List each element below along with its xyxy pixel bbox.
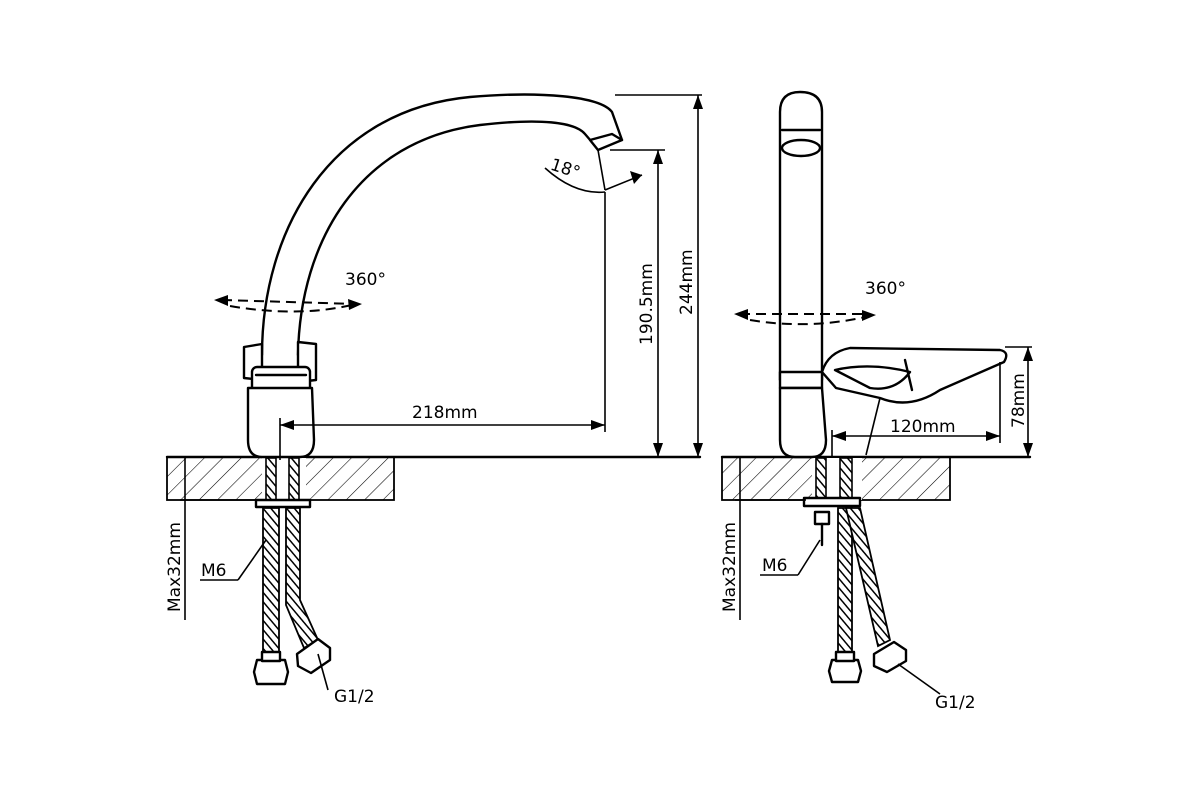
front-nut-right bbox=[295, 637, 332, 675]
front-collar bbox=[242, 340, 318, 395]
front-spout-height-label: 190.5mm bbox=[637, 263, 657, 345]
side-hose-left bbox=[837, 507, 853, 656]
side-m6-nut bbox=[813, 510, 831, 526]
side-handle-height-label: 78mm bbox=[1009, 373, 1029, 428]
front-body bbox=[246, 386, 316, 459]
front-nut-left bbox=[252, 658, 290, 686]
front-fixing-plate bbox=[254, 498, 312, 509]
side-view: 360° 120mm 78mm Max32mm M6 G1/2 bbox=[720, 90, 1033, 713]
side-max-counter-label: Max32mm bbox=[720, 522, 740, 612]
front-rod-left bbox=[265, 457, 277, 503]
side-handle bbox=[820, 346, 1008, 404]
side-spout bbox=[778, 90, 824, 390]
front-hose-right bbox=[285, 507, 320, 650]
front-m6-label: M6 bbox=[201, 561, 226, 581]
front-rotation-arrow bbox=[221, 299, 357, 305]
front-view: 18° 360° 218mm 190.5mm 244mm Max32mm M6 … bbox=[165, 93, 703, 707]
side-handle-length-label: 120mm bbox=[890, 417, 956, 437]
side-nut-left bbox=[827, 658, 863, 684]
front-spout bbox=[260, 93, 624, 357]
front-total-height-label: 244mm bbox=[677, 249, 697, 315]
front-reach-label: 218mm bbox=[412, 403, 478, 423]
side-m6-label: M6 bbox=[762, 556, 787, 576]
front-hose-left bbox=[262, 507, 280, 656]
front-rod-right bbox=[288, 457, 300, 503]
side-body bbox=[778, 386, 828, 459]
front-g12-label: G1/2 bbox=[334, 687, 375, 707]
side-rod-left bbox=[815, 457, 827, 503]
side-fixing-plate bbox=[802, 496, 862, 508]
side-rod-right bbox=[839, 457, 853, 503]
front-rotation-label: 360° bbox=[345, 270, 386, 290]
side-hose-right bbox=[844, 507, 892, 648]
side-g12-label: G1/2 bbox=[935, 693, 976, 713]
front-angle-label: 18° bbox=[548, 155, 583, 183]
side-rotation-label: 360° bbox=[865, 279, 906, 299]
front-max-counter-label: Max32mm bbox=[165, 522, 185, 612]
